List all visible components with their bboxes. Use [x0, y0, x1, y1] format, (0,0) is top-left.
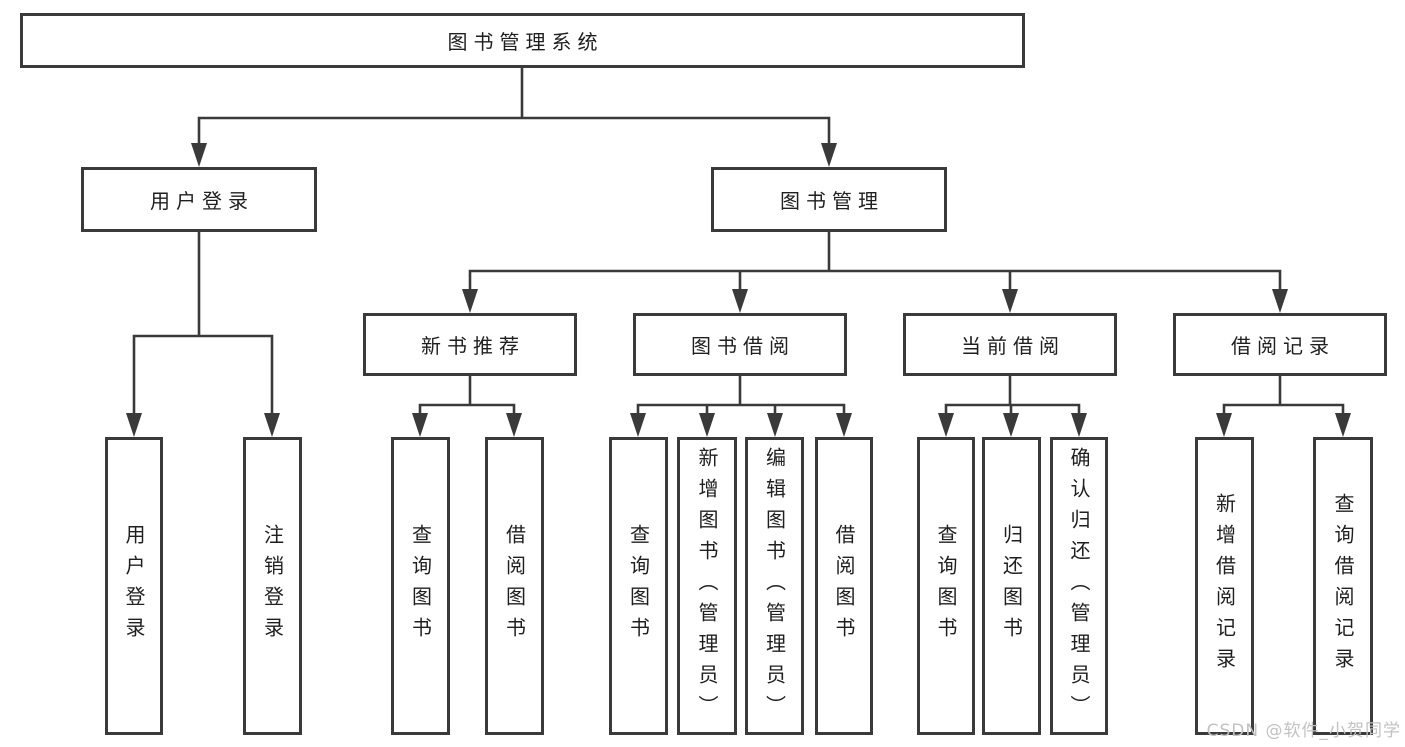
connector-current-borrow-branch — [944, 374, 1081, 422]
connector-book-borrow-branch — [636, 374, 846, 422]
leaf-label: 新增借阅记录 — [1212, 493, 1237, 679]
leaf-add-book-admin: 新增图书（管理员） — [677, 437, 737, 735]
node-label: 图书管理 — [780, 189, 884, 213]
leaf-query-books-borrow: 查询图书 — [609, 437, 668, 735]
node-book-management: 图书管理 — [711, 167, 947, 232]
leaf-label: 编辑图书（管理员） — [762, 446, 787, 726]
leaf-label: 用户登录 — [122, 524, 146, 648]
leaf-label: 查询借阅记录 — [1331, 493, 1355, 679]
arrowhead-icons — [126, 143, 1351, 437]
leaf-label: 查询图书 — [934, 524, 958, 648]
leaf-label: 注销登录 — [260, 524, 285, 648]
node-user-login: 用户登录 — [81, 167, 317, 232]
connector-new-book-branch — [418, 374, 516, 422]
node-label: 图书管理系统 — [447, 30, 604, 54]
leaf-label: 新增图书（管理员） — [695, 446, 719, 726]
leaf-user-login: 用户登录 — [105, 437, 163, 735]
csdn-watermark: CSDN @软件_小贺同学 — [1206, 721, 1401, 741]
leaf-borrow-books: 借阅图书 — [815, 437, 873, 735]
connector-borrow-record-branch — [1222, 374, 1345, 422]
leaf-logout: 注销登录 — [243, 437, 302, 735]
leaf-query-borrow-record: 查询借阅记录 — [1313, 437, 1373, 735]
node-current-borrowing: 当前借阅 — [903, 313, 1117, 376]
leaf-label: 归还图书 — [999, 524, 1024, 648]
leaf-label: 确认归还（管理员） — [1067, 446, 1091, 726]
leaf-return-book: 归还图书 — [982, 437, 1041, 735]
leaf-add-borrow-record: 新增借阅记录 — [1195, 437, 1254, 735]
node-book-borrowing: 图书借阅 — [633, 313, 847, 376]
connector-root-branch — [197, 66, 831, 152]
leaf-label: 查询图书 — [626, 524, 651, 648]
leaf-query-books-current: 查询图书 — [917, 437, 975, 735]
leaf-query-books-recommend: 查询图书 — [391, 437, 450, 735]
leaf-label: 借阅图书 — [502, 524, 527, 648]
leaf-borrow-books-recommend: 借阅图书 — [485, 437, 544, 735]
leaf-label: 借阅图书 — [832, 524, 856, 648]
node-label: 当前借阅 — [961, 334, 1065, 358]
connector-book-management-branch — [468, 230, 1282, 298]
leaf-edit-book-admin: 编辑图书（管理员） — [745, 437, 804, 735]
node-new-book-recommend: 新书推荐 — [363, 313, 577, 376]
node-label: 新书推荐 — [421, 334, 525, 358]
connector-user-login-branch — [132, 230, 274, 422]
node-root-library-system: 图书管理系统 — [20, 13, 1025, 68]
node-borrowing-records: 借阅记录 — [1173, 313, 1387, 376]
leaf-label: 查询图书 — [408, 524, 433, 648]
node-label: 用户登录 — [150, 189, 254, 213]
node-label: 图书借阅 — [691, 334, 795, 358]
node-label: 借阅记录 — [1231, 334, 1335, 358]
leaf-confirm-return-admin: 确认归还（管理员） — [1050, 437, 1108, 735]
